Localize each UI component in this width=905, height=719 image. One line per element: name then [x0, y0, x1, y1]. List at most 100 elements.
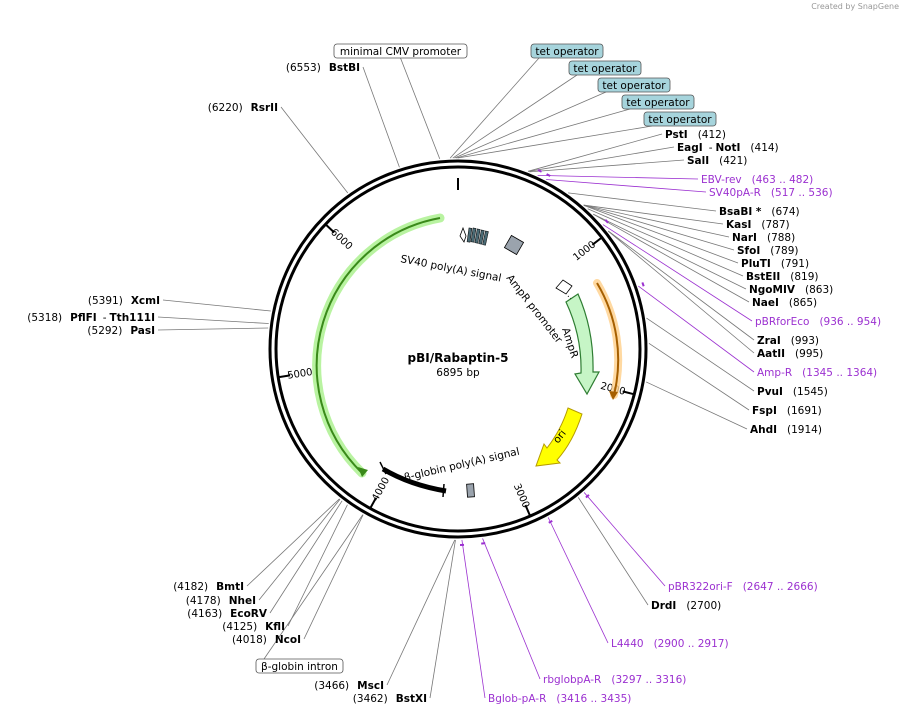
feature-box [621, 94, 695, 110]
site-label-pluti[interactable]: PluTI(791) [741, 258, 809, 270]
feature-label---globin-intron[interactable]: β-globin intron [255, 658, 344, 674]
site-position: (4182) [173, 581, 208, 593]
site-label-pflfi[interactable]: (5318)PflFI-Tth111I [27, 312, 155, 324]
site-label-fspi[interactable]: FspI(1691) [752, 405, 822, 417]
feature-label-tet-operator[interactable]: tet operator [621, 94, 695, 110]
site-label-ebvrev[interactable]: EBV-rev(463 .. 482) [701, 174, 813, 186]
primer-mark [537, 169, 542, 173]
leader-line [429, 539, 456, 699]
ampr-arrow [565, 293, 601, 396]
dash: - [103, 312, 107, 324]
site-label-sali[interactable]: SalI(421) [687, 155, 747, 167]
site-name: KasI [726, 219, 751, 231]
site-position: (5292) [87, 325, 122, 337]
site-name: SfoI [737, 245, 760, 257]
ampr-promoter-label: AmpR promoter [504, 272, 565, 346]
leader-line [583, 204, 730, 238]
site-label-pbr322orif[interactable]: pBR322ori-F(2647 .. 2666) [668, 581, 818, 593]
tet-operator-blocks [466, 227, 489, 246]
site-label-bmti[interactable]: (4182) BmtI [173, 581, 244, 593]
site-label-kasi[interactable]: KasI(787) [726, 219, 790, 231]
site-label-bsabi[interactable]: BsaBI *(674) [719, 206, 800, 218]
site-label-zrai[interactable]: ZraI(993) [757, 335, 819, 347]
site-label-ampr[interactable]: Amp-R(1345 .. 1364) [757, 367, 877, 379]
site-label-bglobpar[interactable]: Bglob-pA-R(3416 .. 3435) [488, 693, 631, 705]
leader-line [546, 179, 707, 193]
leader-line [263, 514, 364, 660]
site-position: (863) [805, 284, 833, 296]
site-position: (421) [719, 155, 747, 167]
site-position: (936 .. 954) [819, 316, 881, 328]
site-label-aatii[interactable]: AatII(995) [757, 348, 823, 360]
site-label-ngomiv[interactable]: NgoMIV(863) [749, 284, 833, 296]
site-name-2: Tth111I [110, 312, 155, 324]
site-label-rsrii[interactable]: (6220)RsrII [208, 102, 278, 114]
site-position: (791) [781, 258, 809, 270]
site-text: EBV-rev(463 .. 482) [701, 174, 813, 186]
site-text: ZraI(993) [757, 335, 819, 347]
site-text: Bglob-pA-R(3416 .. 3435) [488, 693, 631, 705]
site-text: EagI-NotI(414) [677, 142, 779, 154]
site-label-sv40par[interactable]: SV40pA-R (517 .. 536) [709, 187, 833, 199]
site-text: (5292)PasI [87, 325, 155, 337]
site-name: BmtI [216, 581, 244, 593]
site-label-nari[interactable]: NarI(788) [732, 232, 795, 244]
leader-line [608, 230, 755, 354]
site-label-ahdi[interactable]: AhdI(1914) [750, 424, 822, 436]
site-label-pasi[interactable]: (5292)PasI [87, 325, 155, 337]
site-position: (2647 .. 2666) [743, 581, 818, 593]
site-label-l4440[interactable]: L4440(2900 .. 2917) [611, 638, 729, 650]
site-name: BstXI [396, 693, 427, 705]
leader-line [157, 327, 269, 331]
site-label-kfli[interactable]: (4125)KflI [222, 621, 285, 633]
site-label-bsteii[interactable]: BstEII(819) [746, 271, 819, 283]
site-label-drdi[interactable]: DrdI(2700) [651, 600, 721, 612]
feature-label-minimal-cmv-promoter[interactable]: minimal CMV promoter [333, 43, 468, 59]
site-name: EcoRV [230, 608, 268, 620]
site-name: PvuI [757, 386, 783, 398]
site-position: (3466) [314, 680, 349, 692]
site-position: (517 .. 536) [771, 187, 833, 199]
site-label-xcmi[interactable]: (5391)XcmI [88, 295, 160, 307]
leader-line [452, 74, 578, 159]
site-name-2: NotI [715, 142, 740, 154]
leader-line [528, 146, 675, 172]
site-label-pbrforeco[interactable]: pBRforEco(936 .. 954) [755, 316, 881, 328]
site-position: (412) [698, 129, 726, 141]
leader-line [457, 125, 653, 159]
tick-label: 6000 [328, 227, 354, 252]
site-text: BstEII(819) [746, 271, 819, 283]
site-label-bstbi[interactable]: (6553)BstBI [286, 62, 360, 74]
site-position: (865) [789, 297, 817, 309]
feature-label-tet-operator[interactable]: tet operator [643, 111, 717, 127]
site-label-sfoi[interactable]: SfoI(789) [737, 245, 799, 257]
site-position: (4163) [187, 608, 222, 620]
site-label-rbglobpar[interactable]: rbglobpA-R(3297 .. 3316) [543, 674, 686, 686]
site-label-bstxi[interactable]: (3462)BstXI [353, 693, 427, 705]
feature-box [597, 77, 671, 93]
dash: - [709, 142, 713, 154]
site-label-ncoi[interactable]: (4018)NcoI [232, 634, 301, 646]
bglobin-label: β-globin poly(A) signal [403, 446, 521, 484]
site-label-pvui[interactable]: PvuI(1545) [757, 386, 828, 398]
leader-line [456, 108, 631, 159]
leader-line [280, 106, 349, 194]
site-label-nhei[interactable]: (4178)NheI [186, 595, 256, 607]
site-name: AatII [757, 348, 785, 360]
site-label-eagi[interactable]: EagI-NotI(414) [677, 142, 779, 154]
feature-label-tet-operator[interactable]: tet operator [597, 77, 671, 93]
site-text: SalI(421) [687, 155, 747, 167]
site-text: (3462)BstXI [353, 693, 427, 705]
orange-arrow-glow [593, 279, 623, 399]
site-label-msci[interactable]: (3466)MscI [314, 680, 384, 692]
site-name: SV40pA-R [709, 187, 761, 199]
site-label-ecorv[interactable]: (4163) EcoRV [187, 608, 268, 620]
feature-label-tet-operator[interactable]: tet operator [568, 60, 642, 76]
leader-line [157, 316, 269, 324]
leader-line [482, 538, 541, 680]
site-label-psti[interactable]: PstI(412) [665, 129, 726, 141]
feature-label-tet-operator[interactable]: tet operator [530, 43, 604, 59]
site-label-naei[interactable]: NaeI(865) [752, 297, 817, 309]
leader-line [583, 204, 735, 251]
leader-line [568, 192, 717, 212]
